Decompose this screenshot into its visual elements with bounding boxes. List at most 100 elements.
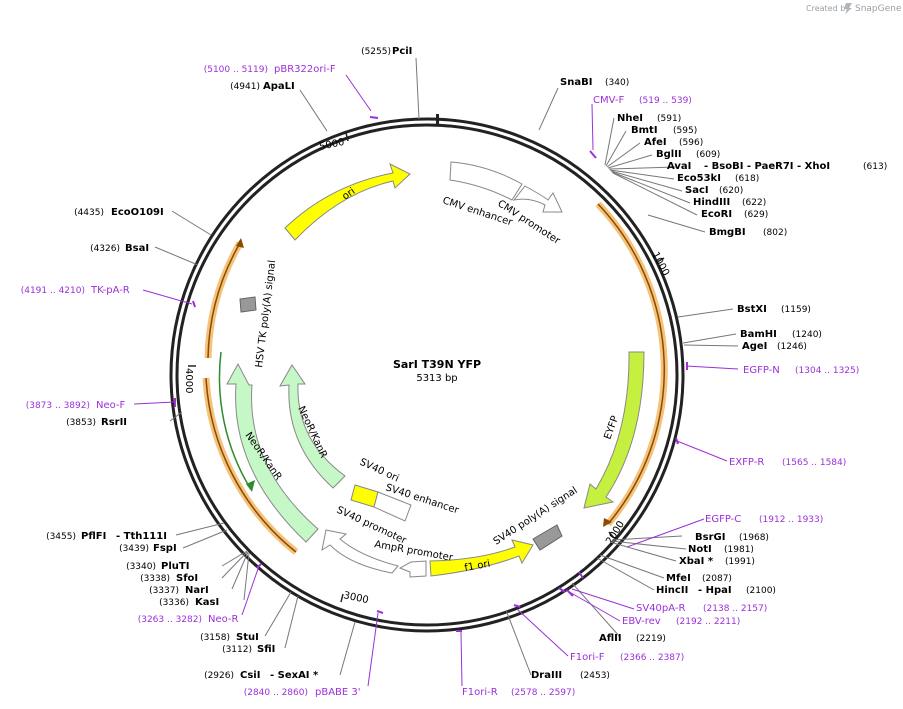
enzyme-nhei: NheI (591) — [617, 113, 681, 124]
svg-text:XbaI *: XbaI * — [679, 556, 714, 567]
svg-text:BsrGI: BsrGI — [695, 532, 725, 543]
svg-text:(629): (629) — [744, 210, 768, 220]
plasmid-name: SarI T39N YFP — [393, 358, 481, 371]
enzyme-aflii: AflII (2219) — [599, 633, 666, 644]
svg-text:- BsoBI - PaeR7I - XhoI: - BsoBI - PaeR7I - XhoI — [704, 161, 830, 172]
enzyme-hindiii: HindIII (622) — [693, 197, 766, 208]
svg-text:(591): (591) — [657, 114, 681, 124]
created-by-label: Created by — [806, 4, 850, 13]
enzyme-rsrii: (3853) RsrII — [66, 417, 127, 428]
feature-f1-ori — [429, 539, 534, 577]
svg-text:SV40pA-R: SV40pA-R — [636, 603, 685, 614]
svg-text:EGFP-N: EGFP-N — [743, 365, 780, 376]
svg-text:(4326): (4326) — [90, 244, 120, 254]
svg-text:SnaBI: SnaBI — [560, 77, 592, 88]
enzyme-snabi: SnaBI (340) — [560, 77, 629, 88]
svg-text:(1246): (1246) — [777, 342, 807, 352]
svg-text:(620): (620) — [719, 186, 743, 196]
svg-text:Neo-F: Neo-F — [96, 400, 126, 411]
enzyme-agei: AgeI (1246) — [742, 341, 807, 352]
svg-text:TK-pA-R: TK-pA-R — [90, 285, 130, 296]
svg-text:(3338): (3338) — [140, 574, 170, 584]
svg-text:SfiI: SfiI — [257, 644, 275, 655]
scale-ticks — [188, 132, 665, 603]
svg-text:AflII: AflII — [599, 633, 622, 644]
enzyme-pluti: (3340) PluTI — [126, 561, 189, 572]
svg-text:Eco53kI: Eco53kI — [677, 173, 721, 184]
svg-text:(1159): (1159) — [781, 305, 811, 315]
primer-f1ori-r: F1ori-R (2578 .. 2597) — [462, 687, 575, 698]
primer-neo-r: (3263 .. 3282) Neo-R — [138, 614, 239, 625]
primer-egfp-c: EGFP-C (1912 .. 1933) — [705, 514, 823, 525]
svg-text:(1304 .. 1325): (1304 .. 1325) — [795, 366, 859, 376]
svg-text:(4435): (4435) — [74, 208, 104, 218]
feature-ori — [284, 163, 411, 241]
svg-text:(4191 .. 4210): (4191 .. 4210) — [21, 286, 85, 296]
svg-text:HincII: HincII — [656, 585, 688, 596]
svg-text:(3873 .. 3892): (3873 .. 3892) — [26, 401, 90, 411]
svg-text:(2100): (2100) — [746, 586, 776, 596]
enzyme-avai: AvaI - BsoBI - PaeR7I - XhoI (613) — [667, 161, 887, 172]
svg-text:ApaLI: ApaLI — [263, 81, 295, 92]
svg-text:PluTI: PluTI — [161, 561, 189, 572]
svg-text:BmgBI: BmgBI — [709, 227, 746, 238]
svg-text:SfoI: SfoI — [176, 573, 198, 584]
enzyme-kasi: (3336) KasI — [159, 597, 219, 608]
hsv-tk-label: HSV TK poly(A) signal — [254, 260, 278, 369]
svg-text:HindIII: HindIII — [693, 197, 730, 208]
svg-text:(4941): (4941) — [230, 82, 260, 92]
svg-text:(3263 .. 3282): (3263 .. 3282) — [138, 615, 202, 625]
svg-text:EBV-rev: EBV-rev — [622, 616, 661, 627]
svg-text:(2840 .. 2860): (2840 .. 2860) — [244, 688, 308, 698]
svg-text:- Tth111I: - Tth111I — [116, 531, 167, 542]
primer-exfp-r: EXFP-R (1565 .. 1584) — [729, 457, 846, 468]
enzyme-bamhi: BamHI (1240) — [740, 329, 822, 340]
svg-text:(609): (609) — [696, 150, 720, 160]
primer-tk-pa-r: (4191 .. 4210) TK-pA-R — [21, 285, 130, 296]
feature-sv40-polya — [532, 524, 563, 551]
svg-text:(3158): (3158) — [200, 633, 230, 643]
svg-text:(2219): (2219) — [636, 634, 666, 644]
svg-text:EcoO109I: EcoO109I — [111, 207, 164, 218]
enzyme-leaders — [154, 57, 739, 676]
feature-cmv-promoter — [512, 185, 563, 213]
svg-text:(3337): (3337) — [149, 586, 179, 596]
svg-text:(622): (622) — [742, 198, 766, 208]
enzyme-stui: (3158) StuI — [200, 632, 259, 643]
tick-4000: 4000 — [183, 368, 194, 393]
svg-text:(2453): (2453) — [580, 671, 610, 681]
svg-text:pBR322ori-F: pBR322ori-F — [274, 64, 336, 75]
enzyme-csii: (2926) CsiI - SexAI * — [204, 670, 319, 681]
svg-text:F1ori-F: F1ori-F — [570, 652, 605, 663]
enzyme-draiii: DraIII (2453) — [531, 670, 610, 681]
svg-text:(2926): (2926) — [204, 671, 234, 681]
svg-text:RsrII: RsrII — [101, 417, 127, 428]
svg-text:(1981): (1981) — [724, 545, 754, 555]
svg-text:EXFP-R: EXFP-R — [729, 457, 764, 468]
feature-sv40-enhancer — [373, 491, 412, 522]
svg-text:AvaI: AvaI — [667, 161, 691, 172]
svg-text:(596): (596) — [679, 138, 703, 148]
enzyme-pflfi: (3455) PflFI - Tth111I — [46, 531, 167, 542]
svg-text:AfeI: AfeI — [644, 137, 667, 148]
svg-text:EcoRI: EcoRI — [701, 209, 732, 220]
svg-text:(519 .. 539): (519 .. 539) — [639, 96, 692, 106]
enzyme-ecori: EcoRI (629) — [701, 209, 768, 220]
primer-sv40pa-r: SV40pA-R (2138 .. 2157) — [636, 603, 767, 614]
enzyme-bmgbi: BmgBI (802) — [709, 227, 787, 238]
svg-text:PflFI: PflFI — [81, 531, 106, 542]
primer-ebv-rev: EBV-rev (2192 .. 2211) — [622, 616, 740, 627]
primer-f1ori-f: F1ori-F (2366 .. 2387) — [570, 652, 684, 663]
svg-text:AgeI: AgeI — [742, 341, 767, 352]
svg-text:(3336): (3336) — [159, 598, 189, 608]
enzyme-saci: SacI (620) — [685, 185, 743, 196]
enzyme-sfii: (3112) SfiI — [222, 644, 275, 655]
enzyme-bglii: BglII (609) — [656, 149, 720, 160]
svg-text:BstXI: BstXI — [737, 304, 767, 315]
snapgene-logo: SnapGene — [855, 4, 902, 14]
feature-sv40-ori — [350, 484, 379, 508]
svg-text:(2366 .. 2387): (2366 .. 2387) — [620, 653, 684, 663]
enzyme-afei: AfeI (596) — [644, 137, 703, 148]
svg-text:StuI: StuI — [236, 632, 259, 643]
svg-text:EGFP-C: EGFP-C — [705, 514, 741, 525]
